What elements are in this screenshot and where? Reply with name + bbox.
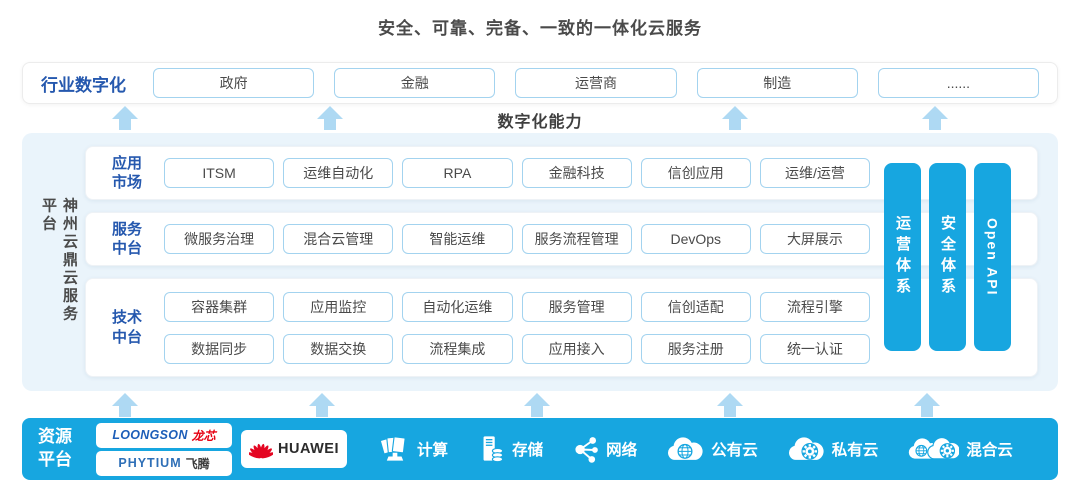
up-arrow-icon [722,106,748,130]
tech-middle-platform-row: 技术 中台 容器集群 应用监控 自动化运维 服务管理 信创适配 流程引擎 数据同… [85,278,1038,377]
digital-capability-label: 数字化能力 [497,114,583,131]
item-app-monitoring: 应用监控 [283,291,394,322]
resource-compute: 计算 [380,435,448,463]
resource-platform-label: 资源 平台 [38,427,72,469]
pillar-open-api: Open API [974,163,1011,351]
service-middle-label: 服务 中台 [111,220,142,258]
up-arrow-icon [717,393,743,417]
item-app-access: 应用接入 [521,333,632,364]
item-rpa: RPA [402,158,513,188]
item-process-engine: 流程引擎 [759,291,871,322]
service-middle-items: 微服务治理 混合云管理 智能运维 服务流程管理 DevOps 大屏展示 [164,224,871,254]
item-container-cluster: 容器集群 [164,291,275,322]
tech-middle-items: 容器集群 应用监控 自动化运维 服务管理 信创适配 流程引擎 数据同步 数据交换… [164,291,871,364]
huawei-logo: HUAWEI [241,430,347,468]
app-market-row: 应用 市场 ITSM 运维自动化 RPA 金融科技 信创应用 运维/运营 [85,146,1038,200]
platform-panel: 神州云鼎云服务平台 应用 市场 ITSM 运维自动化 RPA 金融科技 信创应用… [22,133,1058,391]
item-xinchuang-adaptation: 信创适配 [640,291,751,322]
item-hybrid-cloud-mgmt: 混合云管理 [283,224,394,254]
item-intelligent-ops: 智能运维 [402,224,513,254]
item-fintech: 金融科技 [521,158,632,188]
pillar-security-system: 安全体系 [929,163,966,351]
industry-item-operator: 运营商 [515,68,677,98]
item-ops-operation: 运维/运营 [759,158,871,188]
hybrid-cloud-icon [907,436,960,462]
item-data-sync: 数据同步 [164,333,275,364]
up-arrow-icon [112,106,138,130]
up-arrow-icon [524,393,550,417]
public-cloud-icon [666,436,704,462]
compute-icon [380,435,410,463]
resource-platform-bar: 资源 平台 LOONGSON 龙芯 PHYTIUM 飞腾 [22,418,1058,480]
up-arrow-icon [922,106,948,130]
item-itsm: ITSM [164,158,275,188]
phytium-logo: PHYTIUM 飞腾 [96,450,232,476]
resource-storage: 存储 [477,435,543,463]
industry-item-more: ...... [877,68,1040,98]
huawei-flower-icon [249,440,273,459]
pillar-operations-system: 运营体系 [884,163,921,351]
item-service-process-mgmt: 服务流程管理 [521,224,632,254]
item-automated-ops: 自动化运维 [402,291,513,322]
item-data-exchange: 数据交换 [283,333,394,364]
item-process-integration: 流程集成 [402,333,513,364]
tech-middle-label: 技术 中台 [111,309,142,346]
item-service-mgmt: 服务管理 [521,291,632,322]
industry-item-finance: 金融 [334,68,496,98]
loongson-logo: LOONGSON 龙芯 [96,422,232,448]
chip-vendor-logos: LOONGSON 龙芯 PHYTIUM 飞腾 [96,422,232,476]
item-big-screen: 大屏展示 [759,224,871,254]
item-service-registry: 服务注册 [640,333,751,364]
industry-items: 政府 金融 运营商 制造 ...... [153,68,1040,98]
industry-item-manufacturing: 制造 [696,68,858,98]
platform-side-label: 神州云鼎云服务平台 [40,197,78,324]
industry-digitalization-bar: 行业数字化 政府 金融 运营商 制造 ...... [22,62,1058,104]
app-market-items: ITSM 运维自动化 RPA 金融科技 信创应用 运维/运营 [164,158,871,188]
network-icon [572,436,599,463]
capability-arrow-row: 数字化能力 [0,105,1080,132]
up-arrow-icon [317,106,343,130]
item-xinchuang-app: 信创应用 [640,158,751,188]
resource-network: 网络 [572,436,637,463]
item-ops-automation: 运维自动化 [283,158,394,188]
resource-hybrid-cloud: 混合云 [907,436,1013,462]
up-arrow-icon [112,393,138,417]
item-devops: DevOps [640,224,751,254]
resource-items: 计算 [351,435,1042,463]
resource-private-cloud: 私有云 [787,436,878,462]
item-unified-auth: 统一认证 [759,333,871,364]
item-microservice-governance: 微服务治理 [164,224,275,254]
page-title: 安全、可靠、完备、一致的一体化云服务 [378,19,702,38]
resource-arrow-row [0,392,1080,417]
service-middle-platform-row: 服务 中台 微服务治理 混合云管理 智能运维 服务流程管理 DevOps 大屏展… [85,212,1038,266]
app-market-label: 应用 市场 [111,154,142,192]
up-arrow-icon [309,393,335,417]
storage-icon [477,435,505,463]
resource-public-cloud: 公有云 [666,436,758,462]
up-arrow-icon [914,393,940,417]
private-cloud-icon [787,436,825,462]
industry-item-government: 政府 [153,68,315,98]
industry-bar-label: 行业数字化 [41,75,126,95]
